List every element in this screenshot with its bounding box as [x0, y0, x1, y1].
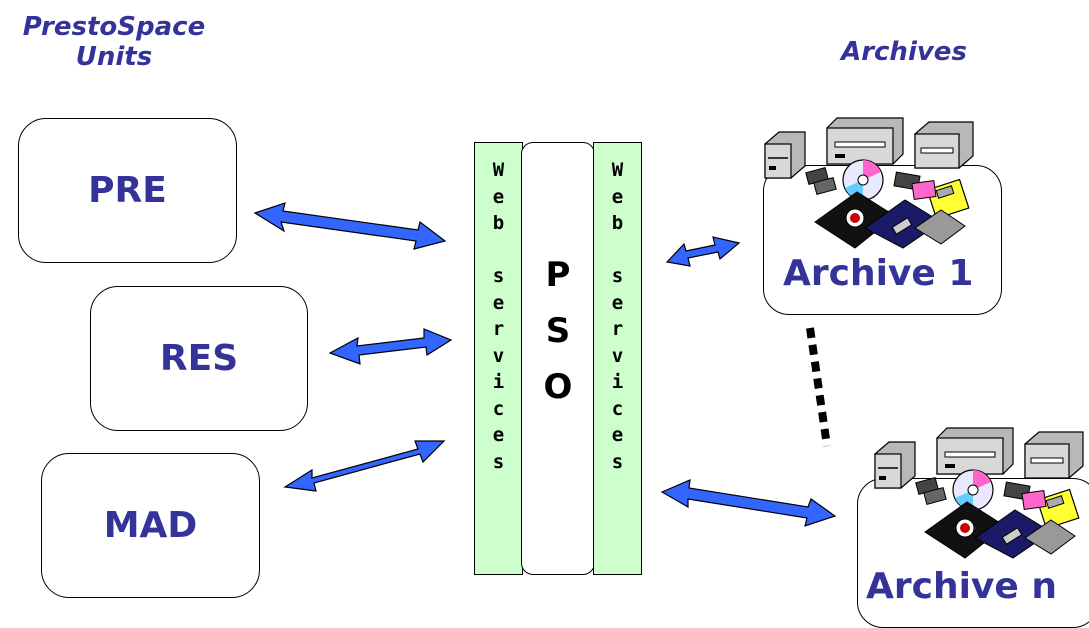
ws-right-letter: v — [611, 344, 624, 367]
ws-right-letter: e — [611, 291, 624, 314]
arrow-mad-pso — [283, 440, 446, 492]
ws-right-letter: s — [611, 450, 624, 473]
arrow-pso-archive1 — [665, 236, 741, 267]
ws-left-letter: s — [492, 450, 505, 473]
ws-right-letter: e — [611, 424, 624, 446]
pso-column[interactable]: P S O — [521, 142, 595, 575]
ws-right-letter: i — [611, 371, 624, 393]
ws-right-letter: b — [611, 212, 624, 234]
archive-ellipsis-connector — [806, 327, 831, 447]
archives-heading: Archives — [841, 37, 967, 67]
arrow-res-pso — [328, 328, 453, 365]
ws-left-letter: v — [492, 344, 505, 367]
pso-letter-s: S — [545, 311, 571, 351]
ws-left-letter: i — [492, 371, 505, 393]
prestospace-units-heading: PrestoSpace Units — [8, 12, 220, 72]
ws-left-letter: e — [492, 424, 505, 446]
archive-hardware-icon — [764, 117, 974, 249]
web-services-column-right: W e b s e r v i c e s — [593, 142, 642, 575]
arrow-pso-archiven — [660, 479, 837, 527]
ws-right-letter: c — [611, 397, 624, 420]
archive-hardware-icon — [874, 427, 1084, 559]
unit-box-mad[interactable]: MAD — [41, 453, 260, 598]
ws-right-letter: e — [611, 185, 624, 208]
archive-label-n: Archive n — [866, 566, 1057, 607]
ws-left-letter: s — [492, 265, 505, 287]
ws-left-letter: r — [492, 318, 505, 340]
unit-box-res[interactable]: RES — [90, 286, 308, 431]
pso-letter-p: P — [545, 255, 571, 295]
ws-left-letter: c — [492, 397, 505, 420]
ws-left-letter: e — [492, 291, 505, 314]
unit-box-pre[interactable]: PRE — [18, 118, 237, 263]
archive-label-1: Archive 1 — [783, 253, 974, 294]
unit-label-mad: MAD — [103, 505, 198, 546]
web-services-column-left: W e b s e r v i c e s — [474, 142, 523, 575]
pso-letter-o: O — [543, 367, 573, 407]
ws-right-letter: W — [611, 159, 624, 181]
ws-right-letter: r — [611, 318, 624, 340]
unit-label-pre: PRE — [88, 170, 167, 211]
ws-left-letter: e — [492, 185, 505, 208]
ws-left-letter: b — [492, 212, 505, 234]
prestospace-units-heading-line2: Units — [75, 42, 153, 72]
arrow-pre-pso — [253, 202, 447, 250]
prestospace-units-heading-line1: PrestoSpace — [22, 12, 206, 42]
ws-right-letter: s — [611, 265, 624, 287]
unit-label-res: RES — [159, 338, 239, 379]
ws-left-letter: W — [492, 159, 505, 181]
